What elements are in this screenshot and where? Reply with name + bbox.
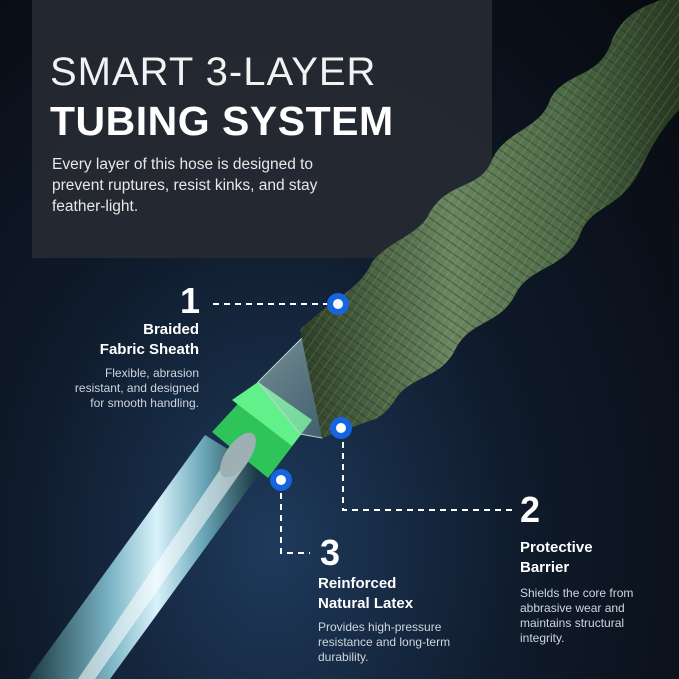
title-line-2: TUBING SYSTEM — [50, 98, 394, 144]
braided-sheath — [300, 0, 679, 438]
layer-1-label: Braided Fabric Sheath — [60, 320, 199, 360]
layer-2-number: 2 — [520, 489, 541, 530]
layer-2-label-line-1: Protective — [520, 539, 593, 556]
layer-1-number: 1 — [180, 280, 201, 321]
title-line-1: SMART 3-LAYER — [50, 50, 377, 94]
marker-2 — [330, 417, 352, 439]
header-panel — [32, 0, 492, 258]
latex-tube — [28, 435, 262, 679]
layer-3-number: 3 — [320, 532, 341, 573]
layer-3-label-line-2: Natural Latex — [318, 595, 414, 612]
marker-1 — [327, 293, 349, 315]
layer-1-label-line-2: Fabric Sheath — [99, 341, 199, 358]
layer-3-label-line-1: Reinforced — [318, 575, 397, 592]
layer-1-description: Flexible, abrasion resistant, and design… — [74, 366, 199, 410]
layer-3-description: Provides high-pressure resistance and lo… — [318, 620, 451, 664]
layer-1-label-line-1: Braided — [143, 321, 199, 338]
leader-lines — [213, 303, 515, 554]
intro-text: Every layer of this hose is designed to … — [52, 156, 318, 215]
marker-3 — [270, 469, 292, 491]
layer-2-description: Shields the core from abbrasive wear and… — [520, 586, 634, 645]
leader-line-3 — [280, 482, 310, 554]
layer-2-label: Protective Barrier — [520, 538, 660, 578]
layer-3-label: Reinforced Natural Latex — [318, 574, 468, 614]
leader-line-2 — [342, 431, 515, 511]
layer-2-label-line-2: Barrier — [520, 559, 570, 576]
